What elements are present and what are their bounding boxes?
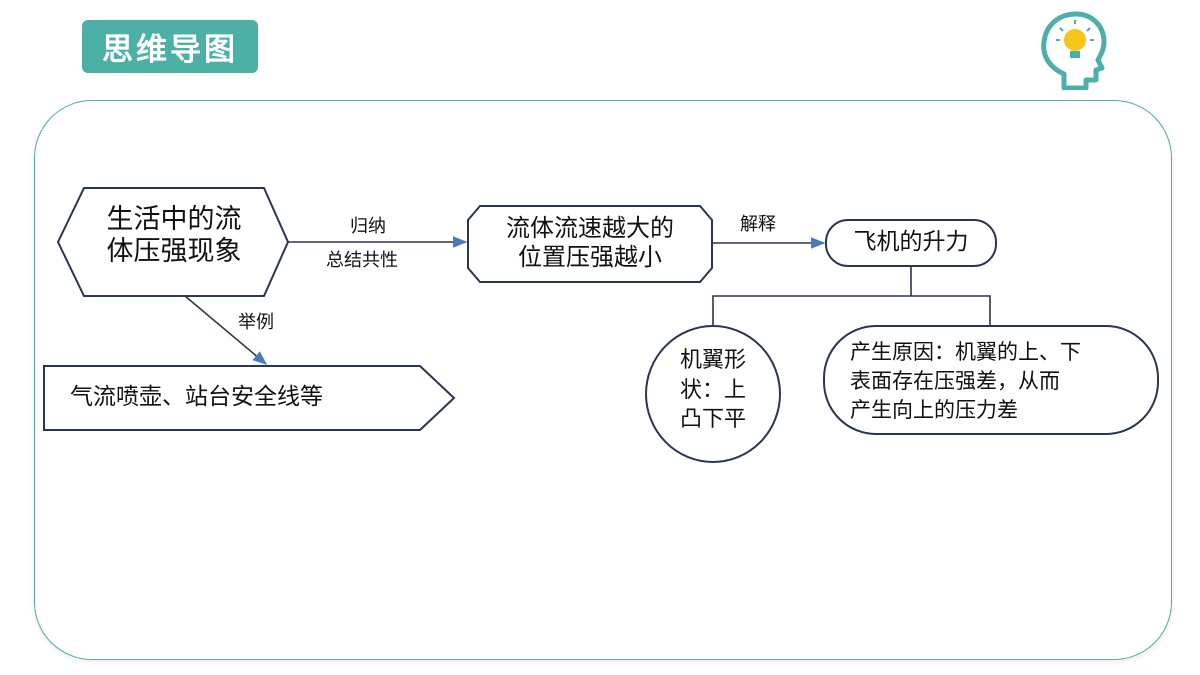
page-title: 思维导图 — [82, 20, 258, 73]
edge-label-summarize: 总结共性 — [326, 250, 398, 271]
cause-line2: 表面存在压强差，从而 — [850, 368, 1060, 393]
cause-node-shape — [823, 325, 1159, 435]
head-lightbulb-icon — [1041, 11, 1107, 90]
cause-line3: 产生向上的压力差 — [850, 397, 1018, 422]
cause-line1: 产生原因：机翼的上、下 — [850, 340, 1081, 364]
wing-shape-line1: 机翼形 — [679, 348, 746, 373]
root-node-line1: 生活中的流 — [106, 204, 242, 235]
edge-root-to-example — [184, 295, 268, 365]
application-node: 飞机的升力 — [853, 229, 969, 255]
principle-node-shape — [467, 205, 713, 283]
wing-shape-node: 机翼形 状：上 凸下平 — [660, 346, 766, 435]
edge-label-induce: 归纳 — [350, 216, 386, 237]
principle-node-line2: 位置压强越小 — [518, 242, 662, 271]
edge-application-branches — [712, 266, 991, 326]
wing-shape-line2: 状：上 — [679, 377, 746, 403]
example-node: 气流喷壶、站台安全线等 — [70, 384, 323, 410]
principle-node-line1: 流体流速越大的 — [506, 214, 674, 242]
edge-label-example: 举例 — [238, 312, 274, 333]
root-node: 生活中的流 体压强现象 — [78, 204, 270, 269]
principle-node: 流体流速越大的 位置压强越小 — [474, 214, 706, 272]
root-node-shape — [56, 187, 290, 297]
wing-shape-line3: 凸下平 — [679, 407, 746, 433]
example-node-shape — [43, 365, 456, 431]
edge-label-explain: 解释 — [740, 214, 776, 235]
cause-node: 产生原因：机翼的上、下 表面存在压强差，从而 产生向上的压力差 — [850, 338, 1150, 425]
root-node-line2: 体压强现象 — [106, 236, 242, 268]
